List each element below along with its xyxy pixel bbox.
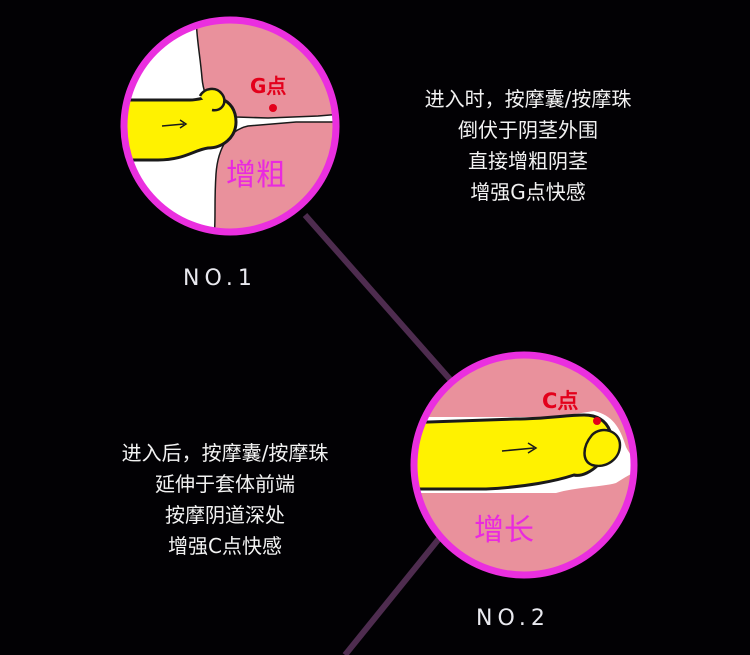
thicken-effect-label: 增粗: [226, 158, 286, 193]
step1-description-line: 直接增粗阴茎: [468, 149, 588, 173]
step2-description-line: 延伸于套体前端: [155, 472, 295, 496]
step1-description-line: 增强G点快感: [470, 180, 586, 204]
step2-illustration: C点 增长: [406, 347, 642, 583]
lengthen-effect-label: 增长: [474, 513, 534, 548]
step2-description-line: 增强C点快感: [168, 534, 282, 558]
step1-number-label: NO.1: [183, 266, 257, 291]
step1-description-line: 倒伏于阴茎外围: [458, 118, 598, 142]
step1-description: 进入时，按摩囊/按摩珠 倒伏于阴茎外围 直接增粗阴茎 增强G点快感: [388, 84, 668, 208]
step2-number-label: NO.2: [476, 606, 550, 631]
g-point-label: G点: [250, 74, 287, 98]
step2-description-line: 进入后，按摩囊/按摩珠: [121, 441, 329, 465]
step1-description-line: 进入时，按摩囊/按摩珠: [424, 87, 632, 111]
step2-description-line: 按摩阴道深处: [165, 503, 285, 527]
step1-illustration: G点 增粗: [118, 14, 342, 238]
step2-description: 进入后，按摩囊/按摩珠 延伸于套体前端 按摩阴道深处 增强C点快感: [80, 438, 370, 562]
c-point-label: C点: [542, 389, 579, 413]
